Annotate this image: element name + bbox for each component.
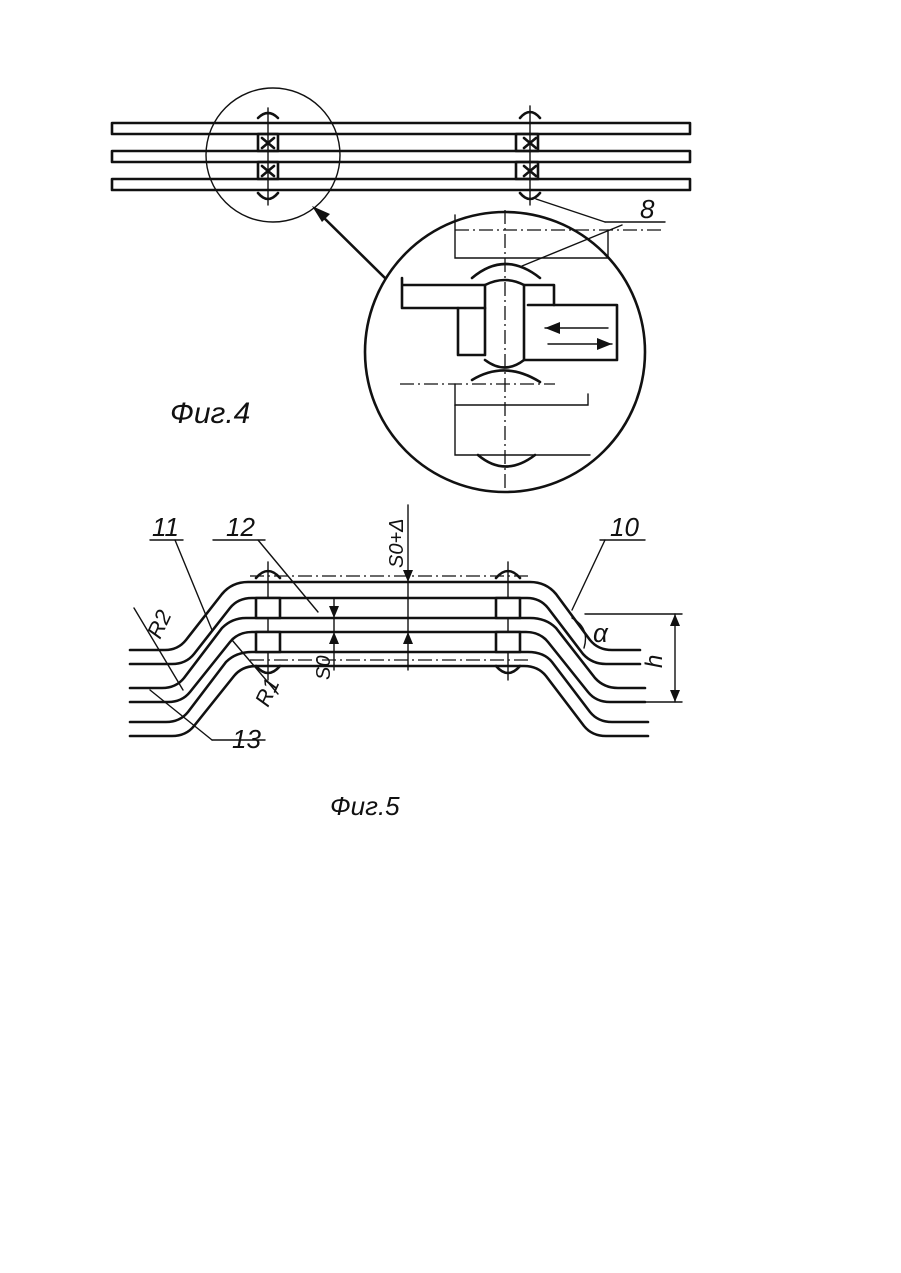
figure-4-caption: Фиг.4 bbox=[170, 397, 250, 430]
plate-stack bbox=[112, 123, 690, 190]
s0-delta-label: S0+Δ bbox=[386, 518, 408, 568]
ref-12-label: 12 bbox=[226, 512, 255, 542]
s0-label: S0 bbox=[313, 656, 335, 680]
ref-8-label: 8 bbox=[640, 194, 655, 224]
plate-middle bbox=[112, 151, 690, 162]
alpha-label: α bbox=[593, 618, 609, 648]
detail-callout-circle bbox=[206, 88, 340, 222]
r2-label: R2 bbox=[142, 606, 177, 642]
figure-5-caption: Фиг.5 bbox=[330, 791, 400, 821]
figure-5: S0+Δ S0 h α bbox=[130, 505, 682, 821]
enlarged-detail-view bbox=[365, 210, 665, 492]
plate-bottom bbox=[112, 179, 690, 190]
h-label: h bbox=[641, 655, 668, 668]
figure-4: 8 bbox=[112, 88, 690, 492]
ref-10-label: 10 bbox=[610, 512, 639, 542]
ref-13-label: 13 bbox=[232, 724, 261, 754]
r1-label: R1 bbox=[250, 674, 285, 710]
ref-11-label: 11 bbox=[152, 512, 179, 542]
bent-plate-middle bbox=[130, 618, 645, 702]
fig5-left-joint bbox=[256, 562, 280, 680]
fig5-leaders bbox=[134, 540, 645, 740]
plate-top bbox=[112, 123, 690, 134]
bent-plate-bottom bbox=[130, 652, 648, 736]
detail-arrow bbox=[312, 206, 385, 278]
fig5-right-joint bbox=[496, 562, 520, 680]
